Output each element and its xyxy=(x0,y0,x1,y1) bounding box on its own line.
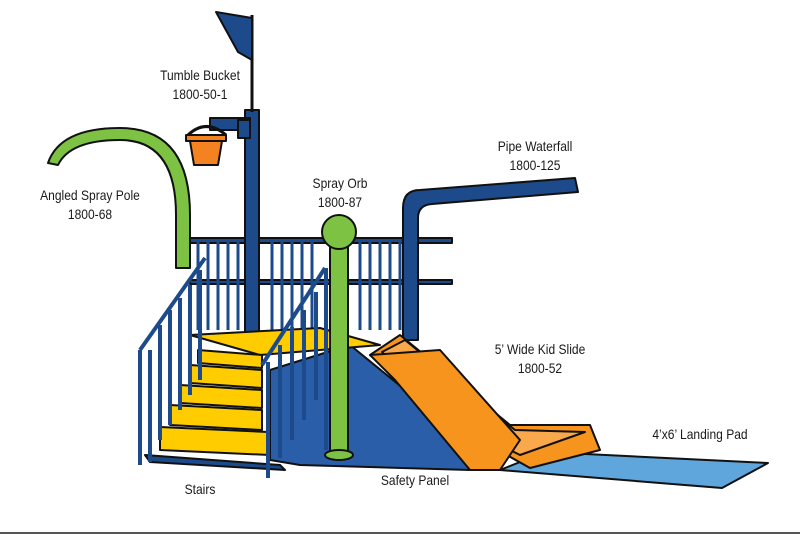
bottom-rule xyxy=(0,532,800,534)
label-pipe-waterfall-name: Pipe Waterfall xyxy=(497,138,573,154)
label-pipe-waterfall-code: 1800-125 xyxy=(509,157,561,173)
tumble-bucket-cap xyxy=(237,119,251,139)
label-stairs: Stairs xyxy=(170,480,230,499)
label-angled-spray-pole-name: Angled Spray Pole xyxy=(40,187,140,203)
flag-icon xyxy=(215,11,253,61)
angled-spray-pole xyxy=(47,127,191,269)
kid-slide-side xyxy=(369,349,521,471)
label-pipe-waterfall: Pipe Waterfall 1800-125 xyxy=(492,137,578,175)
label-spray-orb: Spray Orb 1800-87 xyxy=(297,174,383,212)
spray-orb-post xyxy=(329,237,349,454)
label-angled-spray-pole: Angled Spray Pole 1800-68 xyxy=(30,186,150,224)
stair-railing-right xyxy=(260,266,328,478)
base-shadow xyxy=(144,454,286,471)
back-railing-bars xyxy=(196,242,402,330)
label-landing-pad-name: 4’x6’ Landing Pad xyxy=(652,426,748,442)
stair-railing-left xyxy=(138,256,207,465)
label-kid-slide-name: 5’ Wide Kid Slide xyxy=(494,341,586,357)
label-tumble-bucket-name: Tumble Bucket xyxy=(160,67,240,83)
label-safety-panel: Safety Panel xyxy=(372,471,458,490)
label-spray-orb-code: 1800-87 xyxy=(317,194,363,210)
bucket-icon xyxy=(185,125,227,166)
stairs xyxy=(159,349,271,456)
spray-orb-ball xyxy=(321,214,357,250)
tumble-bucket-post xyxy=(244,109,260,341)
pipe-waterfall xyxy=(402,177,579,341)
spray-orb-base xyxy=(324,449,354,461)
label-kid-slide-code: 1800-52 xyxy=(517,360,563,376)
label-kid-slide: 5’ Wide Kid Slide 1800-52 xyxy=(484,340,596,378)
label-spray-orb-name: Spray Orb xyxy=(312,175,368,191)
label-tumble-bucket: Tumble Bucket 1800-50-1 xyxy=(157,66,243,104)
label-safety-panel-name: Safety Panel xyxy=(380,472,450,488)
label-angled-spray-pole-code: 1800-68 xyxy=(67,206,113,222)
label-tumble-bucket-code: 1800-50-1 xyxy=(172,86,228,102)
label-stairs-name: Stairs xyxy=(184,481,216,497)
label-landing-pad: 4’x6’ Landing Pad xyxy=(644,425,756,444)
